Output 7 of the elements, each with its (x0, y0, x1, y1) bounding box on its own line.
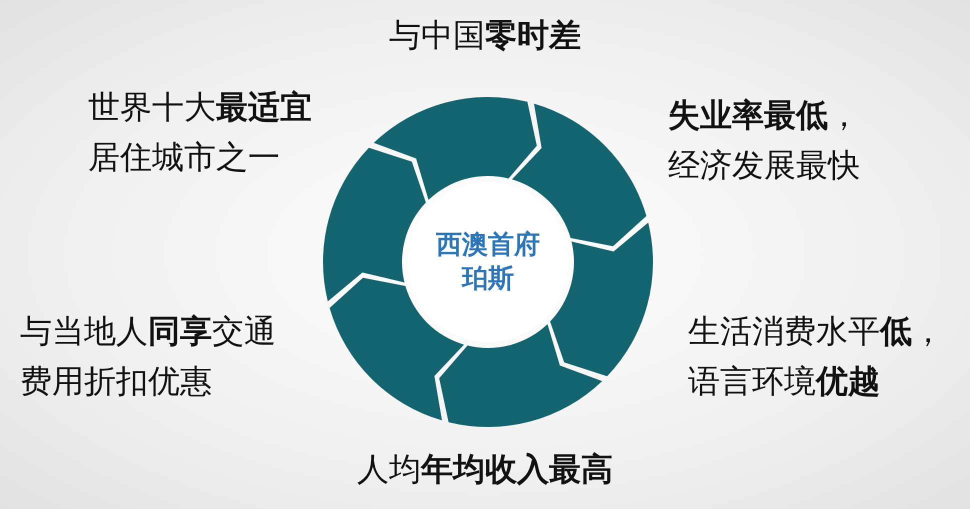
feature-text: 人均年均收入最高 (356, 449, 614, 490)
feature-text: 与中国零时差 (388, 15, 582, 56)
feature-text: 世界十大最适宜居住城市之一 (88, 87, 313, 178)
feature-text: 与当地人同享交通费用折扣优惠 (20, 311, 277, 402)
feature-text: 失业率最低，经济发展最快 (668, 95, 861, 186)
feature-text: 生活消费水平低，语言环境优越 (688, 311, 945, 402)
center-title: 西澳首府珀斯 (435, 229, 541, 296)
